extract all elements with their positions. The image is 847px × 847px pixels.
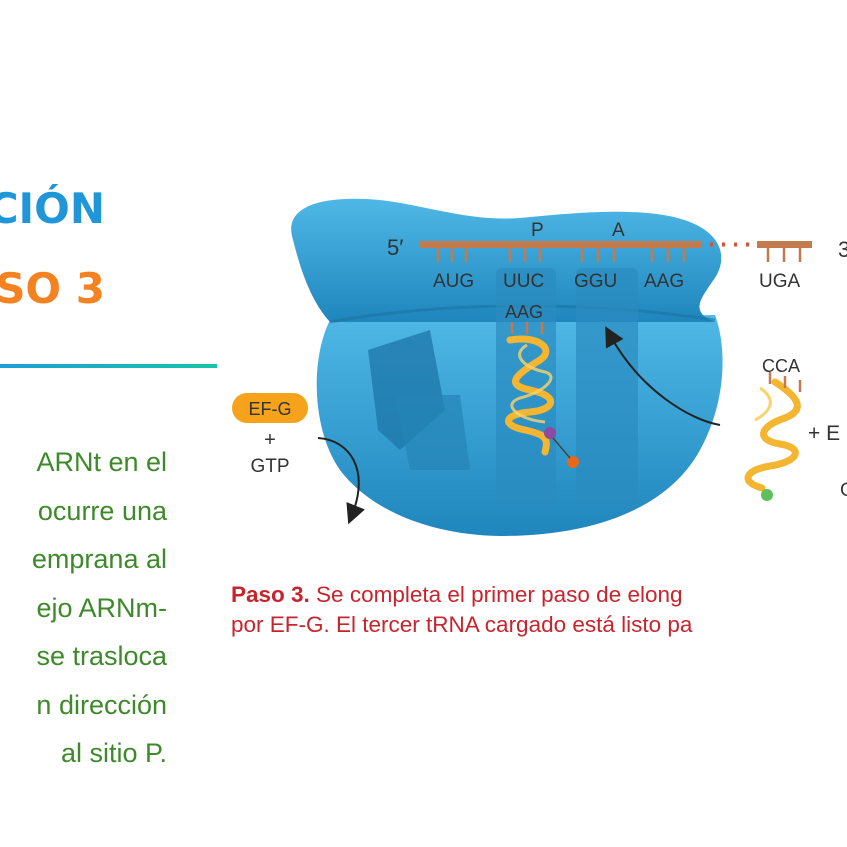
body-line: ejo ARNm-: [36, 592, 167, 623]
efg-badge: [232, 393, 308, 423]
codon-label: AUG: [433, 271, 474, 292]
heading-line-2: SO 3: [0, 264, 105, 313]
site-p-label: P: [531, 220, 544, 241]
body-line: ARNt en el: [36, 447, 167, 477]
ribosome-diagram: 5′ 3 P A AUG UUC GGU AAG UGA AAG CCA EF-…: [232, 198, 847, 536]
amino-acid-purple: [544, 427, 556, 439]
codon-label: AAG: [644, 271, 684, 292]
caption-line-1: Se completa el primer paso de elong: [309, 582, 683, 607]
site-a-label: A: [612, 220, 625, 241]
body-line: emprana al: [31, 544, 167, 574]
five-prime-label: 5′: [387, 235, 403, 260]
right-fragment: + E: [808, 422, 840, 445]
amino-acid-orange: [567, 456, 579, 468]
body-line: n dirección: [36, 689, 167, 720]
divider: [0, 364, 217, 368]
cca-label: CCA: [762, 356, 800, 376]
body-line: al sitio P.: [60, 738, 167, 768]
amino-acid-green: [761, 489, 773, 501]
plus-sign: +: [264, 429, 276, 451]
heading-line-1: CIÓN: [0, 184, 105, 233]
codon-ticks: [436, 248, 802, 262]
gtp-label: GTP: [250, 456, 289, 477]
codon-label: GGU: [574, 271, 617, 292]
mrna-strand: [420, 241, 702, 248]
codon-label: UUC: [503, 271, 544, 292]
caption: Paso 3. Se completa el primer paso de el…: [231, 580, 692, 640]
trna-p-site: [505, 335, 555, 456]
caption-label: Paso 3.: [231, 582, 310, 607]
stop-codon-label: UGA: [759, 271, 801, 292]
body-line: ocurre una: [37, 495, 167, 526]
three-prime-label: 3: [838, 237, 847, 262]
anticodon-label: AAG: [505, 302, 543, 322]
right-fragment-2: G: [840, 480, 847, 501]
body-text: ARNt en el ocurre una emprana al ejo ARN…: [0, 438, 167, 778]
caption-line-2: por EF-G. El tercer tRNA cargado está li…: [231, 612, 693, 637]
body-line: se trasloca: [36, 641, 167, 671]
incoming-trna: [744, 378, 801, 492]
efg-label: EF-G: [249, 399, 292, 419]
